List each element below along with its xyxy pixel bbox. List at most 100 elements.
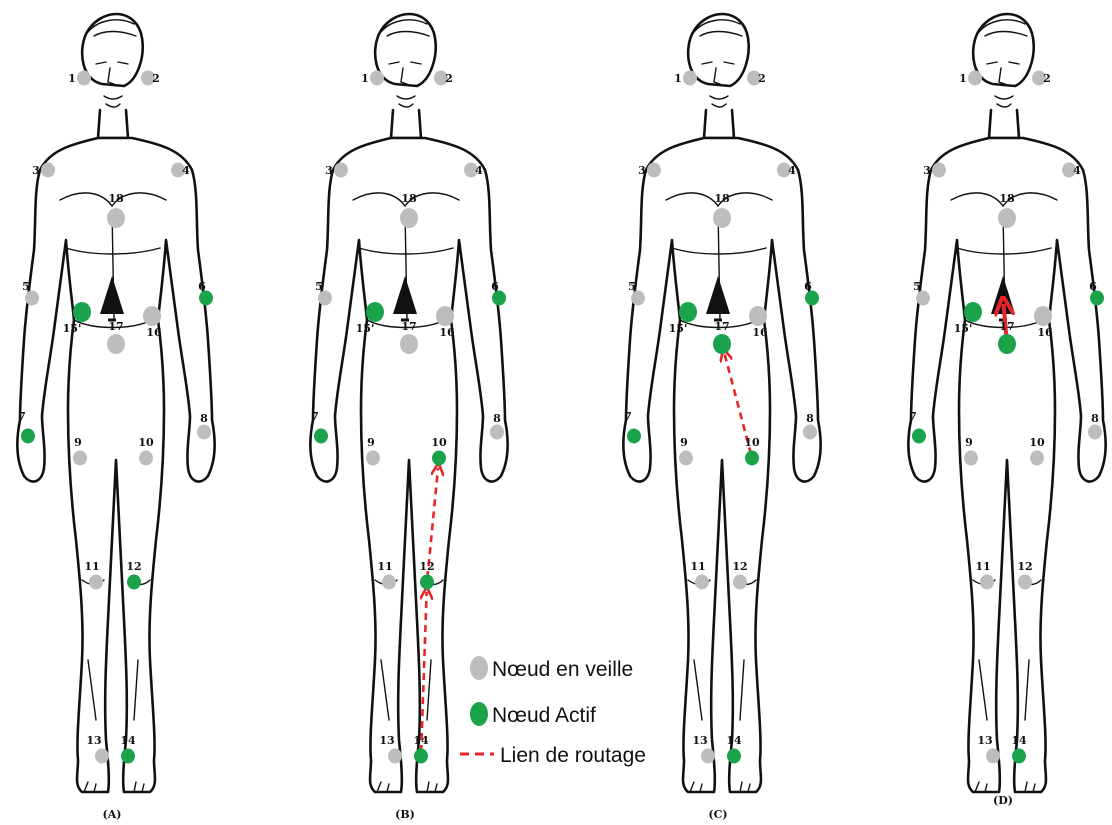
sensor-node-label: 6 [804,280,812,293]
sensor-node-15p [366,302,384,322]
sensor-node-label: 8 [493,412,501,425]
sensor-node-label: 3 [325,164,333,177]
sensor-node-label: 10 [744,436,760,449]
sensor-node-17 [998,334,1016,354]
sensor-node-12 [420,575,434,590]
sensor-node-12 [1018,575,1032,590]
sensor-node-label: 7 [624,410,632,423]
sensor-node-label: 11 [377,560,392,573]
sensor-node-label: 5 [315,280,323,293]
sensor-node-12 [127,575,141,590]
sensor-node-label: 7 [311,410,319,423]
sensor-node-label: 18 [714,192,730,205]
sensor-node-label: 18 [108,192,124,205]
sensor-node-label: 7 [909,410,917,423]
sensor-node-17 [400,334,418,354]
legend-active-label: Nœud Actif [492,704,596,727]
sensor-node-label: 14 [120,734,136,747]
sensor-node-label: 5 [913,280,921,293]
sensor-node-18 [998,208,1016,228]
sensor-node-7 [627,429,641,444]
sensor-node-label: 7 [18,410,26,423]
sensor-node-label: 1 [361,72,369,85]
sensor-node-13 [986,749,1000,764]
sensor-node-9 [964,451,978,466]
legend-route-label: Lien de routage [500,744,646,767]
sensor-node-14 [727,749,741,764]
sensor-node-label: 8 [200,412,208,425]
panel-caption: (D) [993,794,1013,807]
sensor-node-label: 11 [84,560,99,573]
sensor-node-label: 12 [1017,560,1032,573]
sensor-node-label: 15' [63,322,82,335]
sensor-node-7 [21,429,35,444]
sensor-node-label: 11 [975,560,990,573]
sensor-node-3 [647,163,661,178]
sensor-node-label: 1 [674,72,682,85]
legend-standby-label: Nœud en veille [492,658,633,681]
sensor-node-label: 15' [669,322,688,335]
sensor-node-8 [197,425,211,440]
sensor-node-18 [713,208,731,228]
sensor-node-label: 2 [1043,72,1051,85]
sensor-node-label: 15' [954,322,973,335]
sensor-node-label: 8 [1091,412,1099,425]
sensor-node-label: 4 [475,164,483,177]
panel-caption: (C) [708,808,727,821]
sensor-node-label: 17 [108,320,123,333]
sensor-node-13 [701,749,715,764]
sensor-node-1 [968,71,982,86]
legend-item-route: Lien de routage [460,744,646,767]
sensor-node-label: 2 [758,72,766,85]
sensor-node-label: 5 [22,280,30,293]
sensor-node-label: 8 [806,412,814,425]
sensor-node-9 [366,451,380,466]
sensor-node-11 [695,575,709,590]
legend-item-active: Nœud Actif [470,702,596,727]
sensor-node-label: 11 [690,560,705,573]
sensor-node-14 [1012,749,1026,764]
sensor-node-10 [432,451,446,466]
sensor-node-label: 2 [445,72,453,85]
sensor-node-label: 3 [32,164,40,177]
panel-caption: (A) [103,808,122,821]
sensor-node-8 [803,425,817,440]
sensor-node-label: 10 [431,436,447,449]
active-node-swatch [470,702,488,726]
sensor-node-10 [139,451,153,466]
sensor-node-label: 4 [182,164,190,177]
sensor-node-14 [414,749,428,764]
sensor-node-3 [334,163,348,178]
sensor-node-13 [388,749,402,764]
sensor-node-label: 5 [628,280,636,293]
sensor-node-label: 12 [126,560,141,573]
sensor-node-label: 13 [379,734,394,747]
sensor-node-label: 18 [401,192,417,205]
sensor-node-label: 4 [788,164,796,177]
sensor-node-label: 17 [714,320,729,333]
sensor-node-label: 10 [1029,436,1045,449]
sensor-node-9 [73,451,87,466]
sensor-node-10 [745,451,759,466]
sensor-node-label: 2 [152,72,160,85]
sensor-node-8 [490,425,504,440]
sensor-node-label: 12 [419,560,434,573]
sensor-node-label: 4 [1073,164,1081,177]
sensor-node-11 [89,575,103,590]
sensor-node-label: 13 [86,734,101,747]
sensor-node-label: 9 [965,436,973,449]
sensor-node-label: 14 [1011,734,1027,747]
sensor-node-18 [400,208,418,228]
sensor-node-label: 14 [413,734,429,747]
legend-item-standby: Nœud en veille [470,656,633,681]
legend: Nœud en veille Nœud Actif Lien de routag… [460,656,646,767]
human-figure-2 [623,14,820,792]
sensor-node-label: 17 [401,320,416,333]
sensor-node-label: 16 [146,326,162,339]
sensor-node-15p [73,302,91,322]
sensor-node-16 [436,306,454,326]
human-figure-3 [908,14,1105,792]
sensor-node-16 [749,306,767,326]
standby-node-swatch [470,656,488,680]
